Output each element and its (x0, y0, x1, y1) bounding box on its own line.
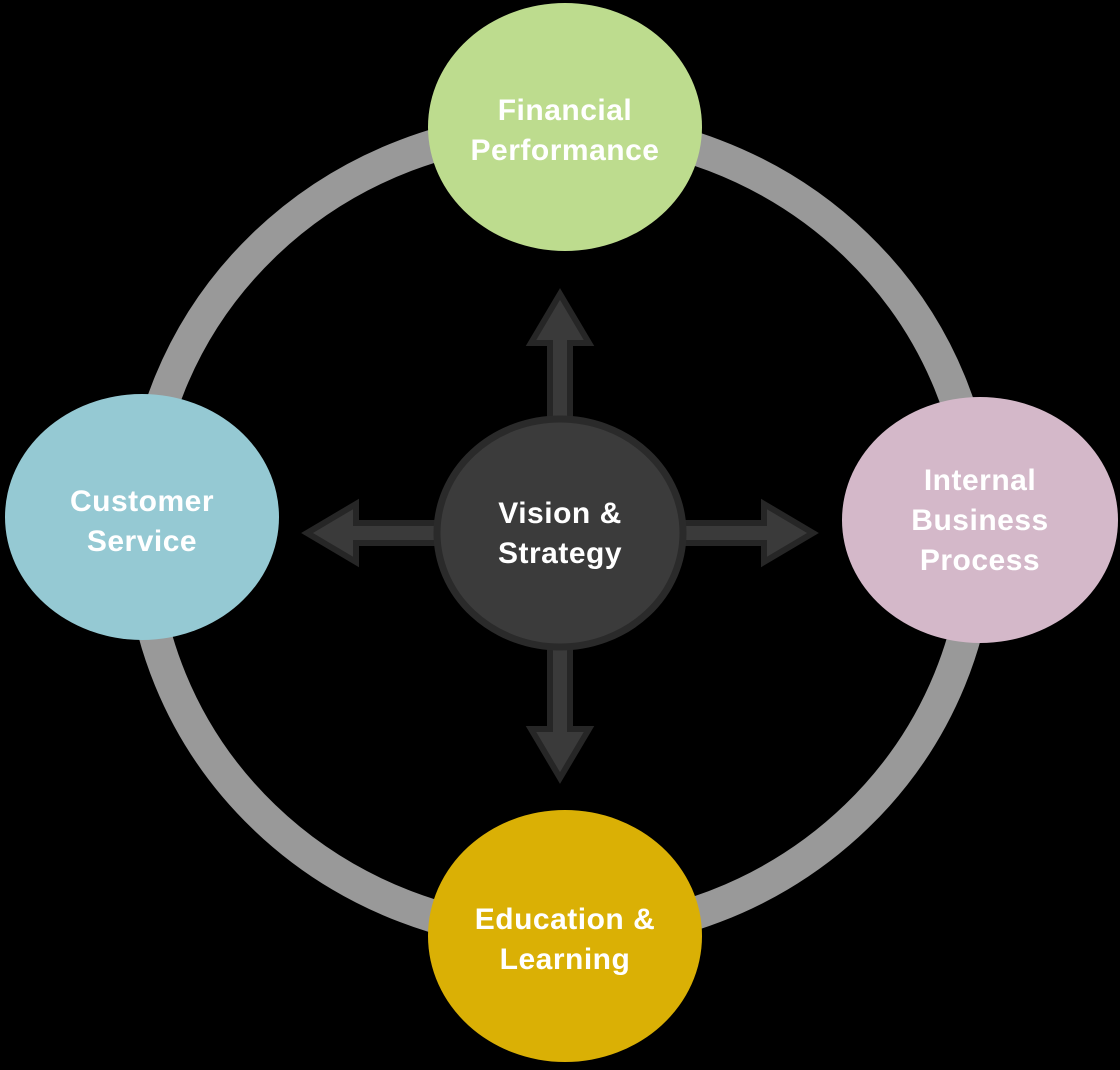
arrow-right-icon (667, 498, 819, 568)
arrow-left-icon (301, 498, 453, 568)
label-customer-service: Customer Service (70, 482, 214, 562)
label-internal-business-process: Internal Business Process (911, 461, 1048, 581)
label-line: Financial (497, 94, 633, 127)
label-line: Performance (470, 134, 660, 167)
label-vision-strategy: Vision & Strategy (498, 494, 622, 574)
label-line: Service (86, 525, 198, 558)
label-line: Vision & (498, 497, 622, 530)
label-line: Education & (474, 903, 656, 936)
label-line: Learning (499, 943, 631, 976)
label-line: Business (911, 504, 1049, 537)
label-financial-performance: Financial Performance (471, 91, 660, 171)
label-line: Strategy (497, 537, 623, 570)
node-customer-service-circle (5, 394, 279, 640)
label-line: Customer (69, 485, 215, 518)
node-education-learning-circle (428, 810, 702, 1062)
node-financial-performance-circle (428, 3, 702, 251)
label-line: Process (919, 544, 1041, 577)
label-education-learning: Education & Learning (475, 900, 656, 980)
node-internal-business-process-circle (842, 397, 1118, 643)
label-line: Internal (923, 464, 1037, 497)
vision-strategy-circle (433, 415, 687, 651)
